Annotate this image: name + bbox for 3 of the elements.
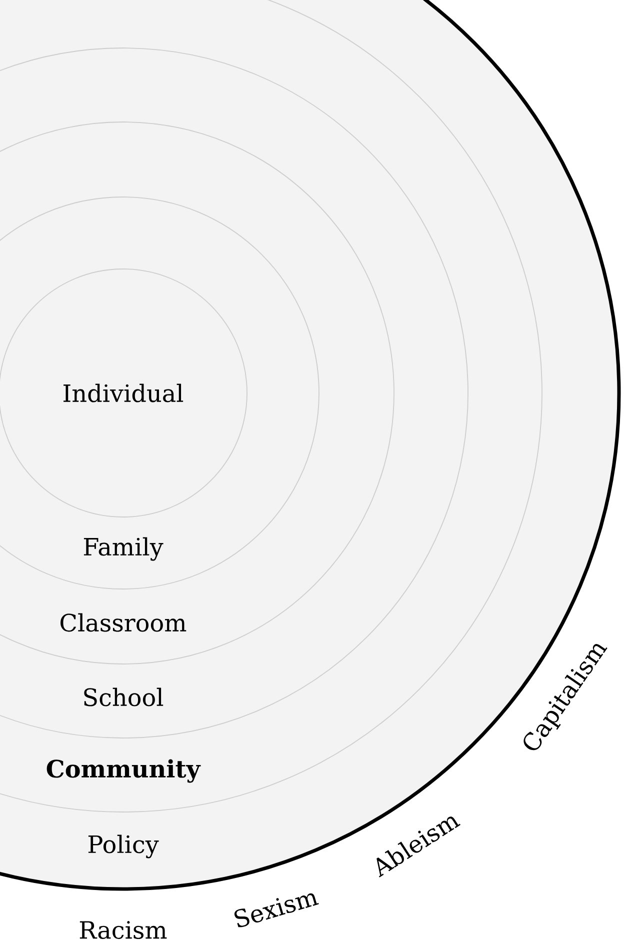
curved-label: Racism xyxy=(80,921,167,939)
curved-label: Sexism xyxy=(234,893,319,928)
ring: Individual xyxy=(0,268,248,518)
